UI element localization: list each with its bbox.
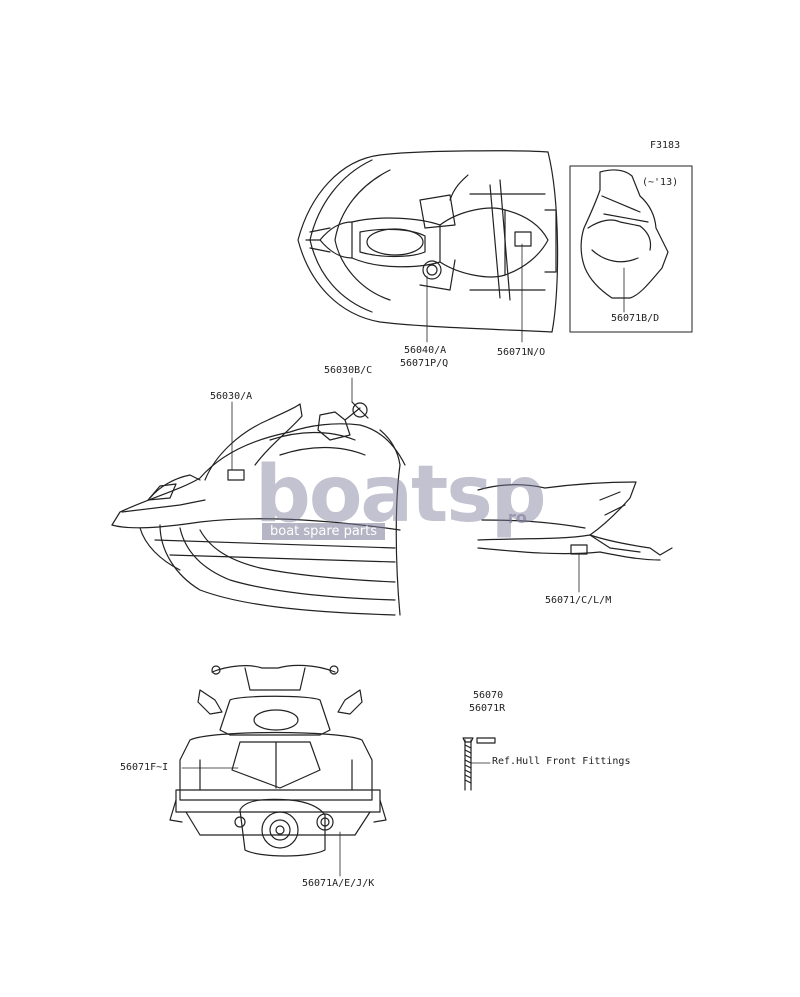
label-top-right: 56071N/O (497, 347, 546, 358)
label-side-handle: 56030B/C (324, 365, 373, 376)
label-top-left-2: 56071P/Q (400, 358, 449, 369)
label-fitting-ref: Ref.Hull Front Fittings (492, 756, 631, 767)
label-top-left-1: 56040/A (404, 345, 447, 356)
label-inset-part: 56071B/D (611, 313, 660, 324)
fitting-drawing (462, 737, 496, 791)
label-rear-bottom: 56071A/E/J/K (302, 878, 375, 889)
label-fitting-1: 56070 (473, 690, 504, 701)
rear-view-craft (169, 664, 387, 857)
top-view-craft (297, 150, 559, 333)
figure-code: F3183 (650, 140, 681, 151)
rear-view-leaders (181, 767, 341, 877)
watermark-suffix: ro (508, 508, 527, 527)
label-rear-left: 56071F~I (120, 762, 169, 773)
rear-section-craft (477, 481, 673, 561)
watermark-tagline: boat spare parts (262, 523, 386, 540)
label-side-rear: 56071/C/L/M (545, 595, 612, 606)
label-fitting-2: 56071R (469, 703, 506, 714)
inset-note: (~'13) (642, 177, 679, 188)
watermark-logo: boatsp (255, 450, 547, 540)
side-view-leaders (231, 377, 353, 471)
top-view-leaders (426, 243, 523, 343)
inset-box (569, 165, 693, 333)
label-side-left: 56030/A (210, 391, 253, 402)
